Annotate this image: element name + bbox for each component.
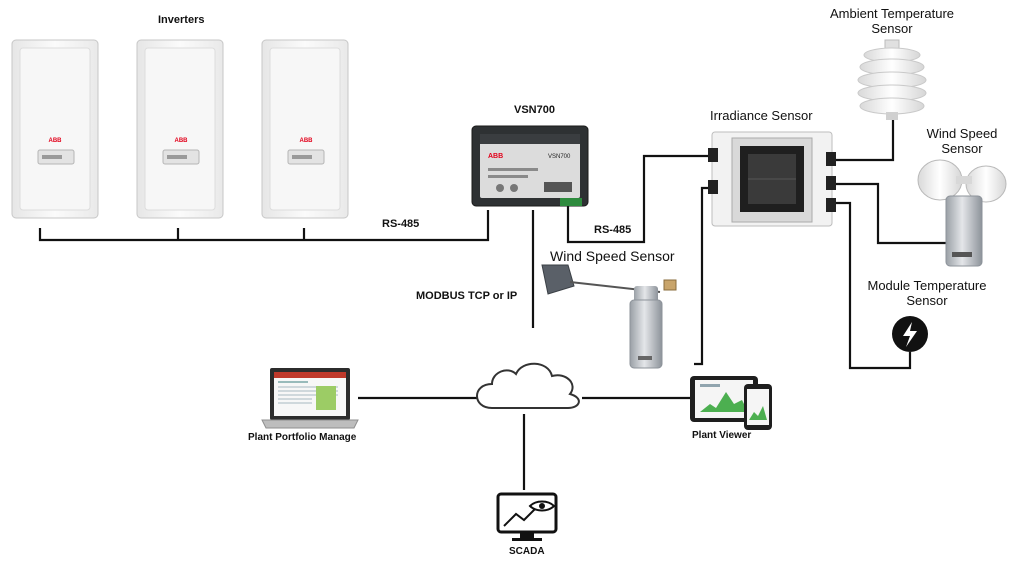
vsn700-brand: ABB <box>488 153 503 160</box>
laptop-icon <box>261 368 359 429</box>
plant-portfolio-label: Plant Portfolio Manage <box>248 432 357 443</box>
wind-speed-right-label-line1: Wind Speed <box>926 126 998 141</box>
inverters-label: Inverters <box>158 14 205 26</box>
irradiance-sensor-label: Irradiance Sensor <box>710 108 813 123</box>
inverter-2: ABB <box>136 39 224 219</box>
wind-speed-sensor-center <box>541 264 677 369</box>
scada-icon <box>496 492 558 541</box>
inverter-1: ABB <box>11 39 99 219</box>
tablet-phone-icon <box>690 376 772 430</box>
irradiance-to-wind-right <box>832 182 946 245</box>
inverter-3-brand: ABB <box>300 138 314 144</box>
vsn700-label: VSN700 <box>514 104 555 116</box>
ambient-temperature-label-line2: Sensor <box>871 21 913 36</box>
irradiance-to-module-temp <box>832 201 912 370</box>
wind-speed-sensor-right <box>917 159 1007 267</box>
module-temperature-label: Module Temperature Sensor <box>850 278 1004 308</box>
ambient-temperature-label-line1: Ambient Temperature <box>829 6 955 21</box>
vsn700-model: VSN700 <box>548 154 571 160</box>
ambient-temperature-label: Ambient Temperature Sensor <box>812 6 972 36</box>
modbus-label: MODBUS TCP or IP <box>416 290 518 302</box>
scada-label: SCADA <box>509 546 545 557</box>
plant-viewer-label: Plant Viewer <box>692 430 752 441</box>
rs485-right-label: RS-485 <box>594 224 632 236</box>
module-temperature-sensor <box>892 316 928 352</box>
module-temperature-label-line2: Sensor <box>906 293 948 308</box>
wind-speed-sensor-center-label: Wind Speed Sensor <box>550 248 675 264</box>
wind-center-to-irradiance <box>694 186 712 366</box>
module-temperature-label-line1: Module Temperature <box>867 278 987 293</box>
ambient-temperature-sensor <box>857 39 927 120</box>
rs485-bus-inverters <box>38 210 490 242</box>
vsn700-device: ABB VSN700 <box>471 125 589 207</box>
rs485-left-label: RS-485 <box>382 218 420 230</box>
irradiance-to-ambient <box>832 120 895 162</box>
rs485-vsn-irradiance <box>566 154 712 244</box>
connection-lines <box>38 120 946 490</box>
inverter-2-brand: ABB <box>175 138 189 144</box>
wind-speed-right-label-line2: Sensor <box>941 141 983 156</box>
inverter-3: ABB <box>261 39 349 219</box>
wind-speed-right-label: Wind Speed Sensor <box>914 126 1010 156</box>
irradiance-sensor <box>708 131 836 227</box>
inverter-1-brand: ABB <box>49 138 63 144</box>
cloud-icon <box>476 362 580 409</box>
